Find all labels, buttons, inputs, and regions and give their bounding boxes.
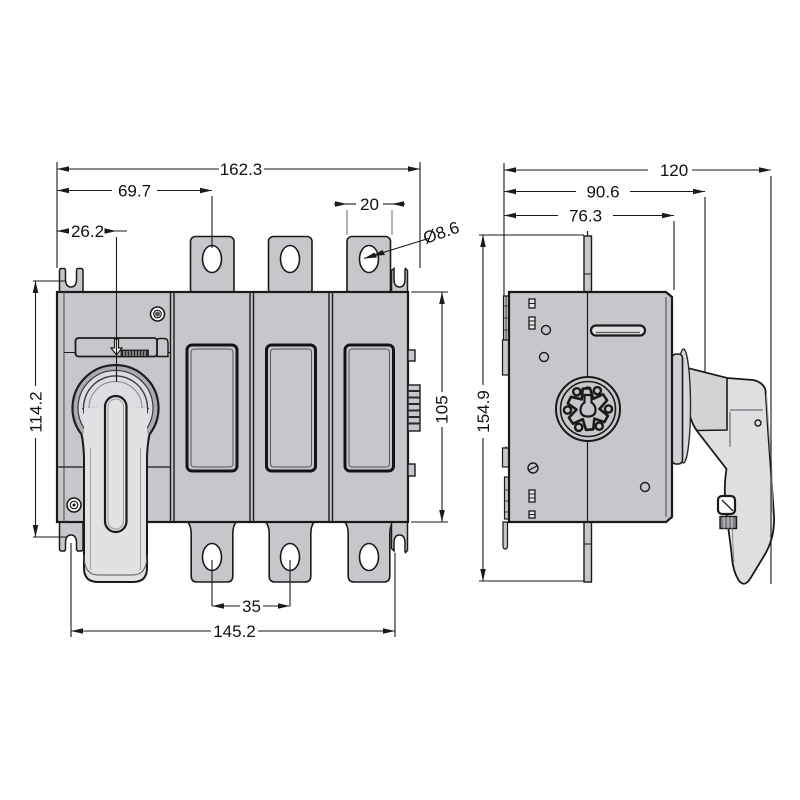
svg-text:114.2: 114.2	[27, 391, 46, 432]
svg-text:162.3: 162.3	[220, 160, 263, 179]
svg-text:26.2: 26.2	[71, 222, 104, 241]
svg-text:120: 120	[660, 161, 688, 180]
svg-text:76.3: 76.3	[569, 207, 602, 226]
svg-text:69.7: 69.7	[118, 182, 151, 201]
svg-text:105: 105	[433, 395, 452, 423]
svg-text:145.2: 145.2	[213, 622, 256, 641]
svg-text:90.6: 90.6	[586, 183, 619, 202]
svg-text:20: 20	[360, 195, 379, 214]
svg-text:35: 35	[242, 597, 261, 616]
svg-text:154.9: 154.9	[474, 390, 493, 433]
